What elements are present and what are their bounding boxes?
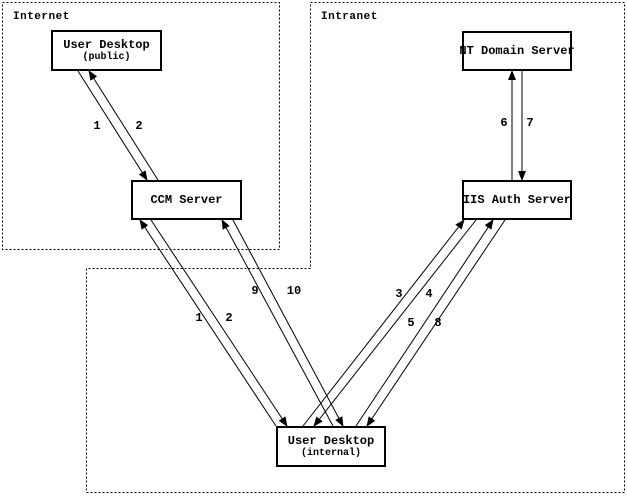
node-iis-auth-server: IIS Auth Server [462,180,572,220]
node-user-desktop-public: User Desktop (public) [51,30,162,71]
node-title: User Desktop [287,433,375,448]
edge-ccm-to-public-desktop-2 [88,70,159,181]
node-title: CCM Server [150,192,223,207]
node-nt-domain-server: NT Domain Server [459,31,575,71]
edge-label: 7 [526,116,534,130]
edge-label: 1 [195,311,203,325]
edge-label: 2 [135,119,143,133]
node-subtitle: (public) [82,51,131,63]
edge-label: 2 [225,311,233,325]
edge-public-desktop-to-ccm-1 [77,70,148,181]
intranet-zone-outline [86,2,625,493]
edge-ccm-to-internal-desktop-10 [232,219,344,427]
edge-label: 8 [434,316,442,330]
edge-iis-to-internal-desktop-8 [366,219,506,427]
node-title: NT Domain Server [459,43,575,58]
edge-label: 4 [425,287,433,301]
edge-internal-desktop-to-ccm-1 [139,219,277,427]
node-user-desktop-internal: User Desktop (internal) [276,426,386,467]
edge-label: 1 [93,119,101,133]
edge-label: 10 [286,284,302,298]
internet-zone-outline [2,2,280,250]
node-ccm-server: CCM Server [131,180,242,220]
edge-iis-to-internal-desktop-4 [313,219,477,427]
edge-ccm-to-internal-desktop-2 [150,219,288,427]
edge-label: 5 [407,316,415,330]
internet-zone-label: Internet [13,11,70,23]
node-subtitle: (internal) [300,447,361,459]
edge-label: 9 [251,284,259,298]
node-title: IIS Auth Server [462,192,572,207]
node-title: User Desktop [63,37,150,52]
edge-internal-desktop-to-iis-3 [302,219,465,427]
edge-label: 6 [500,116,508,130]
edge-internal-desktop-to-iis-5 [355,219,494,427]
edge-internal-desktop-to-ccm-9 [221,219,334,427]
intranet-zone-label: Intranet [321,11,378,23]
edge-label: 3 [395,287,403,301]
